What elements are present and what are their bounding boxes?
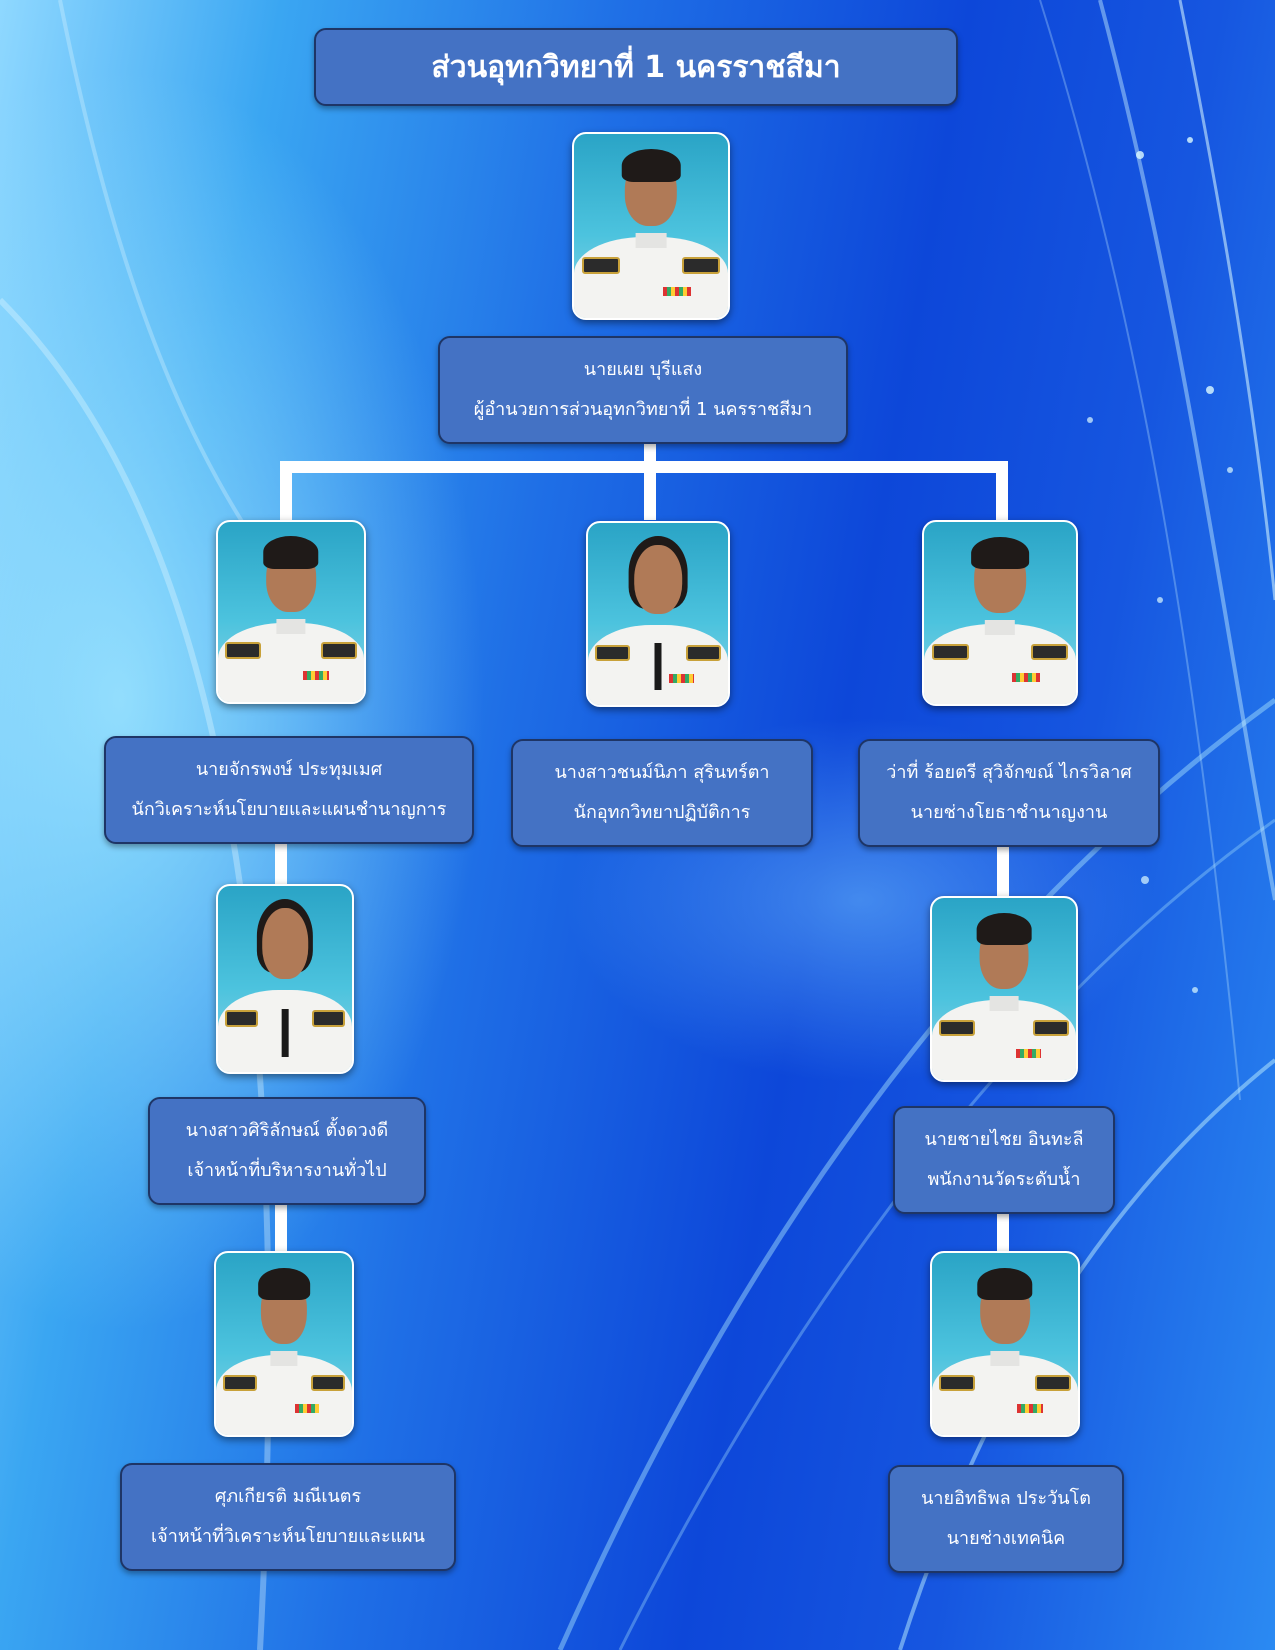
connector-right-sub-2 xyxy=(997,1211,1009,1251)
center-branch-position: นักอุทกวิทยาปฏิบัติการ xyxy=(573,802,751,823)
center-branch-node: นางสาวชนม์นิภา สุรินทร์ตา นักอุทกวิทยาปฏ… xyxy=(511,739,813,847)
left-sub-1-name: นางสาวศิริลักษณ์ ตั้งดวงดี xyxy=(185,1120,389,1141)
left-sub-1-photo xyxy=(216,884,354,1074)
director-photo xyxy=(572,132,730,320)
right-sub-1-position: พนักงานวัดระดับน้ำ xyxy=(927,1169,1081,1190)
connector-left-drop xyxy=(280,461,292,521)
center-branch-name: นางสาวชนม์นิภา สุรินทร์ตา xyxy=(554,762,770,783)
left-branch-position: นักวิเคราะห์นโยบายและแผนชำนาญการ xyxy=(131,799,447,820)
right-sub-1-node: นายชายไชย อินทะลี พนักงานวัดระดับน้ำ xyxy=(893,1106,1115,1214)
connector-left-sub-1 xyxy=(275,842,287,884)
left-sub-2-name: ศุภเกียรติ มณีเนตร xyxy=(214,1486,362,1507)
connector-left-sub-2 xyxy=(275,1205,287,1251)
right-branch-node: ว่าที่ ร้อยตรี สุวิจักขณ์ ไกรวิลาศ นายช่… xyxy=(858,739,1160,847)
right-sub-2-position: นายช่างเทคนิค xyxy=(946,1528,1066,1549)
left-sub-1-node: นางสาวศิริลักษณ์ ตั้งดวงดี เจ้าหน้าที่บร… xyxy=(148,1097,426,1205)
right-sub-2-node: นายอิทธิพล ประวันโต นายช่างเทคนิค xyxy=(888,1465,1124,1573)
left-sub-1-position: เจ้าหน้าที่บริหารงานทั่วไป xyxy=(187,1160,387,1181)
left-branch-node: นายจักรพงษ์ ประทุมเมศ นักวิเคราะห์นโยบาย… xyxy=(104,736,474,844)
connector-director-vertical xyxy=(644,440,656,520)
connector-horizontal xyxy=(280,461,1008,473)
center-branch-photo xyxy=(586,521,730,707)
left-branch-photo xyxy=(216,520,366,704)
page-title: ส่วนอุทกวิทยาที่ 1 นครราชสีมา xyxy=(314,28,958,106)
left-sub-2-position: เจ้าหน้าที่วิเคราะห์นโยบายและแผน xyxy=(151,1526,425,1547)
connector-right-drop xyxy=(996,461,1008,521)
left-sub-2-photo xyxy=(214,1251,354,1437)
left-branch-name: นายจักรพงษ์ ประทุมเมศ xyxy=(195,759,383,780)
right-sub-1-photo xyxy=(930,896,1078,1082)
right-branch-position: นายช่างโยธาชำนาญงาน xyxy=(910,802,1108,823)
right-branch-name: ว่าที่ ร้อยตรี สุวิจักขณ์ ไกรวิลาศ xyxy=(886,762,1132,783)
left-sub-2-node: ศุภเกียรติ มณีเนตร เจ้าหน้าที่วิเคราะห์น… xyxy=(120,1463,456,1571)
director-node: นายเผย บุรีแสง ผู้อำนวยการส่วนอุทกวิทยาท… xyxy=(438,336,848,444)
right-sub-2-name: นายอิทธิพล ประวันโต xyxy=(921,1488,1091,1509)
director-position: ผู้อำนวยการส่วนอุทกวิทยาที่ 1 นครราชสีมา xyxy=(473,399,813,420)
page-title-text: ส่วนอุทกวิทยาที่ 1 นครราชสีมา xyxy=(431,49,841,85)
right-sub-1-name: นายชายไชย อินทะลี xyxy=(924,1129,1084,1150)
director-name: นายเผย บุรีแสง xyxy=(583,359,703,380)
right-branch-photo xyxy=(922,520,1078,706)
right-sub-2-photo xyxy=(930,1251,1080,1437)
connector-right-sub-1 xyxy=(997,843,1009,896)
